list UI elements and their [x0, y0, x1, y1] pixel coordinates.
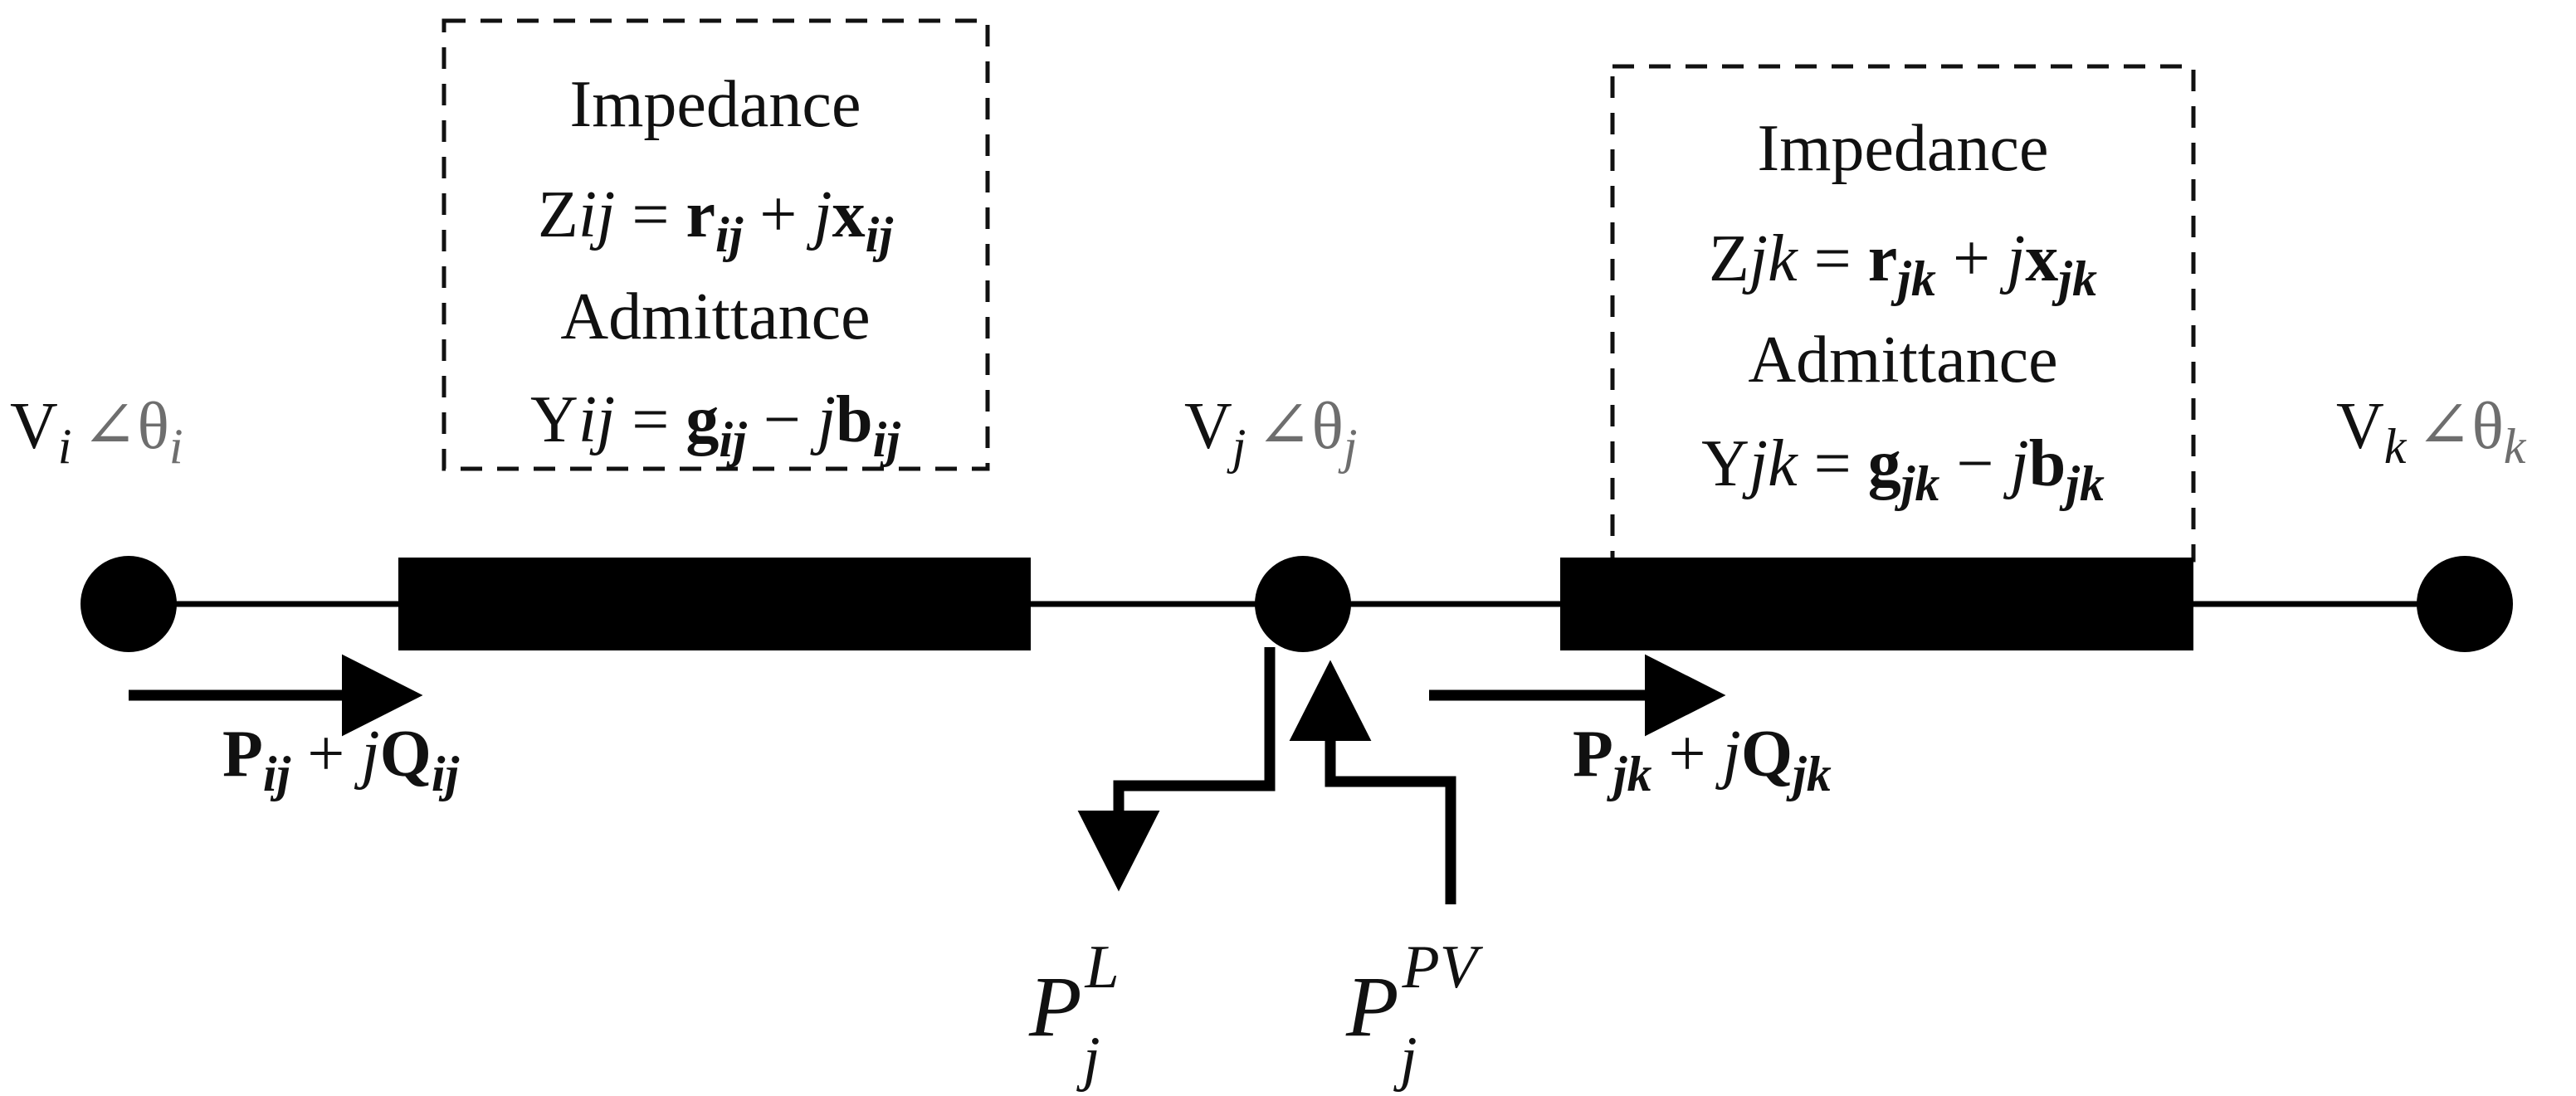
- line-jk-block: [1560, 558, 2193, 650]
- flow-ij-label: Pij + jQij: [222, 718, 459, 801]
- line-jk-impedance-label: Impedance: [1758, 112, 2049, 185]
- line-ij-parameter-box: [442, 18, 990, 471]
- flow-jk-label: Pjk + jQjk: [1573, 718, 1832, 801]
- bus-k-node: [2417, 556, 2513, 652]
- line-ij-impedance-formula: Zij = rij + jxij: [538, 178, 893, 262]
- line-ij-admittance-label: Admittance: [560, 280, 870, 353]
- pv-arrow: [1289, 660, 1456, 904]
- line-jk-admittance-formula: Yjk = gjk − jbjk: [1701, 427, 2105, 511]
- line-jk-impedance-formula: Zjk = rjk + jxjk: [1709, 222, 2097, 306]
- line-ij-admittance-formula: Yij = gij − jbij: [530, 383, 900, 467]
- line-ij-block: [398, 558, 1031, 650]
- pv-power-label: PPV: [1345, 933, 1484, 1055]
- line-jk-admittance-label: Admittance: [1748, 324, 2057, 397]
- bus-j-node: [1255, 556, 1351, 652]
- load-arrow: [1077, 647, 1276, 892]
- line-ij-impedance-label: Impedance: [570, 68, 861, 141]
- bus-i-voltage-label: Vi∠θi: [10, 390, 183, 474]
- bus-i-node: [80, 556, 177, 652]
- bus-j-voltage-label: Vj∠θj: [1184, 390, 1357, 474]
- bus-k-voltage-label: Vk∠θk: [2336, 390, 2527, 474]
- load-power-label: PL: [1028, 933, 1120, 1055]
